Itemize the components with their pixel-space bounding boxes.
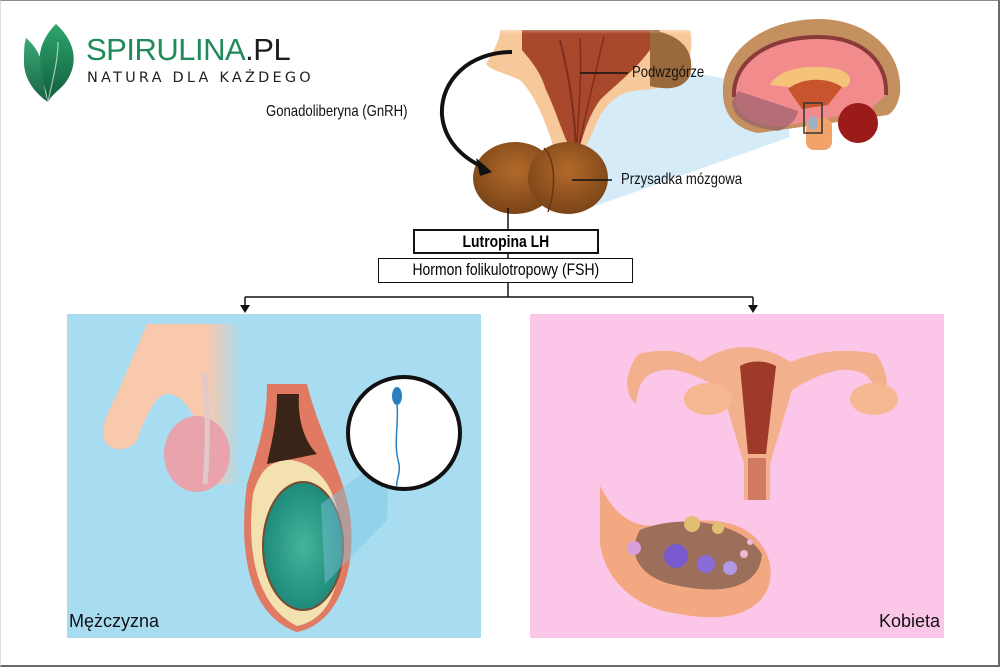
- label-pituitary: Przysadka mózgowa: [621, 171, 743, 188]
- female-anatomy-illustration: [600, 347, 898, 618]
- hormone-box-lh: Lutropina LH: [413, 229, 599, 254]
- hormone-box-fsh: Hormon folikulotropowy (FSH): [378, 258, 633, 283]
- leaf-icon: [24, 24, 74, 103]
- arrow-down-icon: [748, 305, 758, 313]
- panel-female: Kobieta: [530, 314, 944, 638]
- male-anatomy-illustration: [102, 324, 462, 632]
- panel-label-male: Mężczyzna: [69, 611, 160, 631]
- brand-tagline: NATURA DLA KAŻDEGO: [87, 70, 314, 86]
- panel-label-female: Kobieta: [878, 611, 940, 631]
- label-gnrh: Gonadoliberyna (GnRH): [266, 103, 408, 120]
- label-hypothalamus: Podwzgórze: [632, 64, 705, 81]
- arrow-down-icon: [240, 305, 250, 313]
- panel-male: Mężczyzna: [67, 314, 481, 638]
- brain-illustration: [722, 19, 901, 150]
- brand-name: SPIRULINA.PL: [86, 32, 291, 67]
